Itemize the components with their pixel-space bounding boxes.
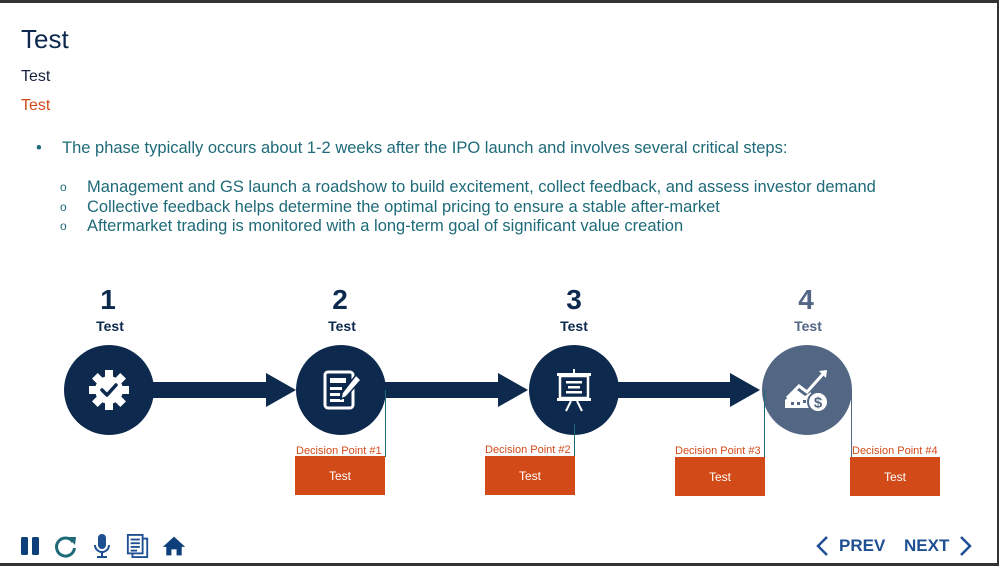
decision-point-3-label: Decision Point #3 [675,445,761,457]
next-label: NEXT [904,536,950,555]
subtitle: Test [21,68,51,85]
decision-point-3-box[interactable]: Test [675,457,765,496]
step-1-label: Test [96,318,124,334]
sub-bullet-list: o Management and GS launch a roadshow to… [60,178,876,237]
home-button[interactable] [162,533,186,559]
step-4-number: 4 [798,284,814,315]
step-2-label: Test [328,318,356,334]
step-1-number: 1 [100,284,116,315]
step-2-number: 2 [332,284,348,315]
step-3-label: Test [560,318,588,334]
connector-line-4 [851,390,852,458]
main-bullet: • The phase typically occurs about 1-2 w… [36,139,876,158]
microphone-icon [94,534,110,558]
connector-line-1 [385,390,386,457]
step-3-circle [529,345,619,435]
sub-bullet: o Collective feedback helps determine th… [60,198,876,218]
step-4-label: Test [794,318,822,334]
step-3-number: 3 [566,284,582,315]
replay-button[interactable] [54,533,78,559]
connector-line-2 [574,424,575,457]
step-2-circle [296,345,386,435]
bullet-circle: o [60,180,67,194]
decision-point-1-label: Decision Point #1 [296,445,382,457]
pause-icon [21,537,39,555]
decision-point-4-label: Decision Point #4 [852,445,938,457]
decision-point-1-box[interactable]: Test [295,456,385,495]
document-edit-icon [323,370,363,410]
connector-line-3 [764,390,765,458]
gear-check-icon [89,370,129,410]
transcript-button[interactable] [126,533,150,559]
bullet-circle: o [60,219,67,233]
bullet-circle: o [60,199,67,214]
sub-bullet-text: Aftermarket trading is monitored with a … [87,217,684,235]
prev-button[interactable]: PREV [815,535,885,557]
microphone-button[interactable] [90,533,114,559]
page-title: Test [21,24,69,54]
presentation-board-icon [557,369,591,412]
bullet-list: • The phase typically occurs about 1-2 w… [36,139,876,237]
home-icon [162,536,186,556]
subtitle-accent: Test [21,97,51,114]
sub-bullet: o Management and GS launch a roadshow to… [60,178,876,198]
svg-text:$: $ [814,395,823,412]
chevron-right-icon [960,536,973,556]
chevron-left-icon [816,536,828,556]
step-4-circle: $ [762,345,852,435]
decision-point-4-box[interactable]: Test [850,457,940,496]
decision-point-2-box[interactable]: Test [485,456,575,495]
replay-icon [55,536,76,558]
player-toolbar [18,533,186,559]
step-1-circle [64,345,154,435]
growth-chart-dollar-icon: $ [785,370,829,413]
next-button[interactable]: NEXT [904,535,973,557]
decision-point-2-label: Decision Point #2 [485,444,571,456]
main-bullet-text: The phase typically occurs about 1-2 wee… [62,139,788,157]
sub-bullet: o Aftermarket trading is monitored with … [60,217,876,237]
pause-button[interactable] [18,533,42,559]
arrow-1-2 [150,373,296,407]
transcript-icon [126,534,149,558]
arrow-3-4 [614,373,760,407]
sub-bullet-text: Collective feedback helps determine the … [87,197,720,216]
bullet-dot: • [36,139,42,157]
sub-bullet-text: Management and GS launch a roadshow to b… [87,178,876,196]
arrow-2-3 [382,373,528,407]
prev-label: PREV [839,536,886,555]
